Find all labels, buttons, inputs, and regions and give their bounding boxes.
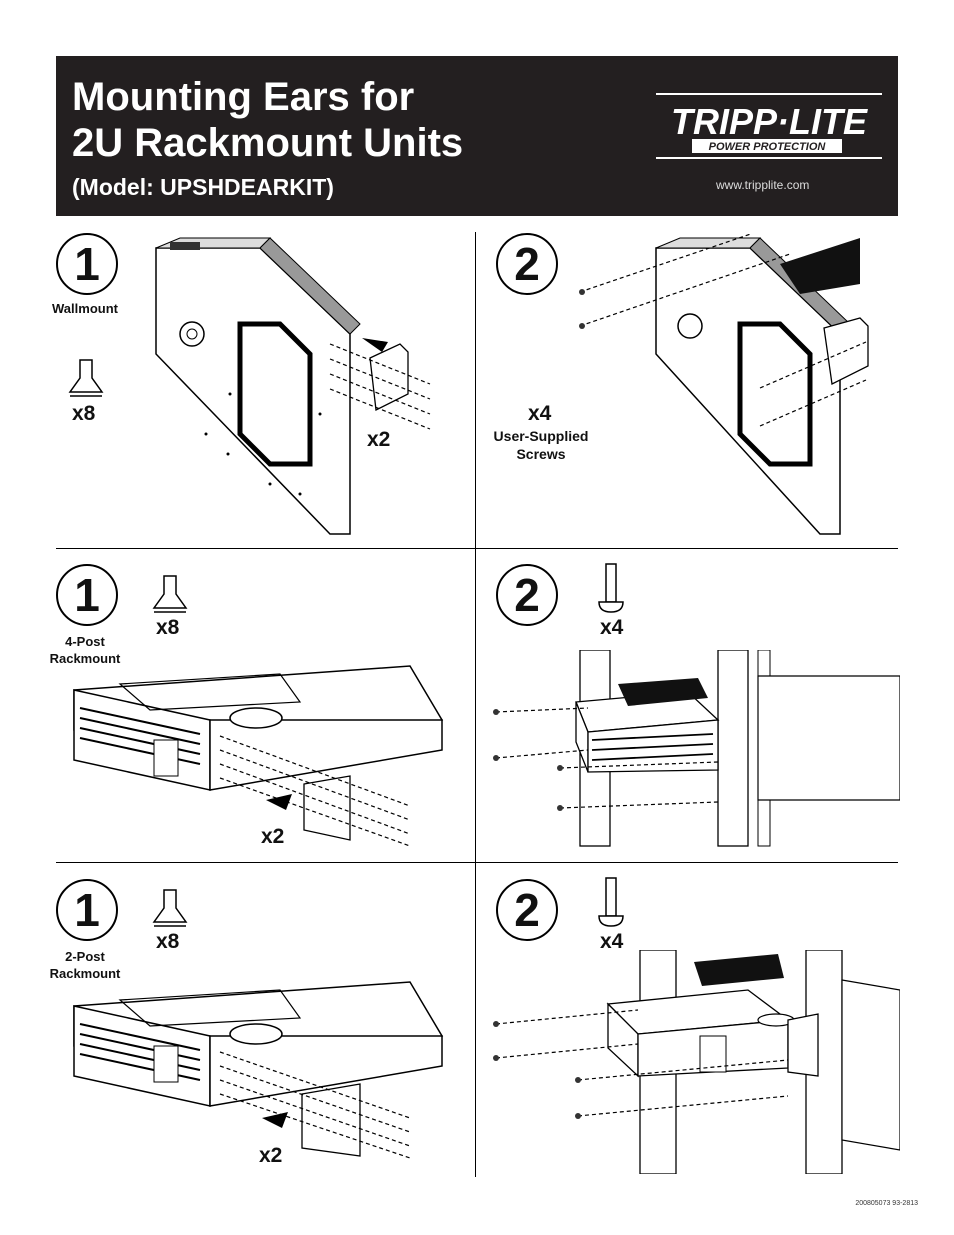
logo-main-text: TRIPP·LITE [671,101,868,142]
model-subtitle: (Model: UPSHDEARKIT) [72,174,334,200]
wallmount-screw-qty: x8 [72,402,96,425]
title-line-1: Mounting Ears for [72,75,415,119]
step-2-badge: 2 [496,233,558,295]
flat-head-screw-icon [152,889,188,927]
pan-head-screw-icon [598,563,624,613]
ups-2post-rack-illustration [493,950,900,1174]
logo-tagline: POWER PROTECTION [709,141,827,153]
flat-head-screw-icon [152,575,188,613]
step-1-badge: 1 [56,564,118,626]
ups-wallmount-illustration [155,237,431,535]
document-code: 200805073 93-2813 [855,1200,918,1207]
four-post-screw-qty: x8 [156,616,180,639]
label-line-1: 2-Post [65,949,105,964]
row-divider-2 [56,862,898,863]
two-post-label: 2-Post Rackmount [40,948,130,982]
row-divider-1 [56,548,898,549]
label-line-1: 4-Post [65,634,105,649]
page-title: Mounting Ears for 2U Rackmount Units [72,74,463,166]
column-divider [475,232,476,1177]
four-post-label: 4-Post Rackmount [40,633,130,667]
wallmount-ear-qty: x2 [367,428,391,451]
ups-4post-rack-illustration [493,650,900,847]
two-post-ear-qty: x2 [259,1144,283,1167]
four-post-step2-screw-qty: x4 [600,616,624,639]
flat-head-screw-icon [68,359,104,397]
step-2-badge: 2 [496,879,558,941]
label-line-2: Rackmount [49,966,121,981]
website-url: www.tripplite.com [716,178,810,192]
tripp-lite-logo: TRIPP·LITE POWER PROTECTION [656,93,882,159]
two-post-screw-qty: x8 [156,930,180,953]
step-2-badge: 2 [496,564,558,626]
note-line-1: User-Supplied [493,428,589,444]
wallmount-step2-screw-qty: x4 [528,402,552,425]
ups-wall-attached-illustration [579,234,869,535]
pan-head-screw-icon [598,877,624,927]
step-1-badge: 1 [56,233,118,295]
note-line-2: Screws [516,446,566,462]
step-1-badge: 1 [56,879,118,941]
label-line-2: Rackmount [49,651,121,666]
title-line-2: 2U Rackmount Units [72,121,464,165]
user-supplied-screws-note: User-Supplied Screws [481,427,601,463]
ups-4post-illustration [73,665,444,847]
two-post-step2-screw-qty: x4 [600,930,624,953]
four-post-ear-qty: x2 [261,825,285,848]
wallmount-label: Wallmount [52,301,118,316]
ups-2post-illustration [73,981,444,1159]
header-banner: Mounting Ears for 2U Rackmount Units (Mo… [56,56,898,216]
